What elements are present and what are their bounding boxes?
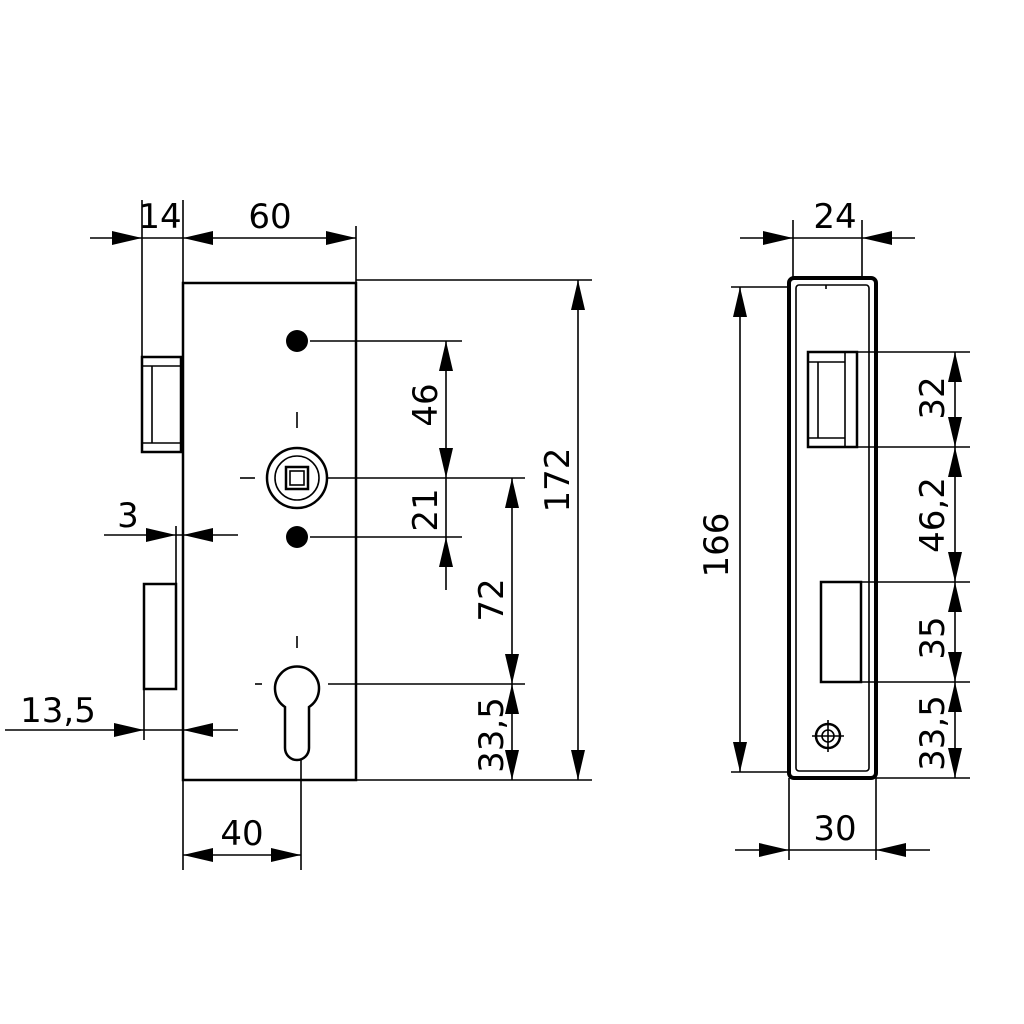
dim-3-label: 3: [117, 496, 139, 536]
dim-35-label: 35: [913, 616, 953, 659]
screw-hole-bottom: [286, 526, 308, 548]
dead-bolt: [142, 526, 178, 691]
dim-30-label: 30: [813, 809, 856, 849]
dim-24-label: 24: [813, 197, 856, 237]
dim-33-5-side-label: 33,5: [913, 695, 953, 771]
side-case-outer: [787, 276, 878, 780]
latch-bolt: [140, 355, 183, 454]
dim-32-label: 32: [913, 376, 953, 419]
dim-13-5-label: 13,5: [20, 691, 96, 731]
cylinder-cutout: [255, 636, 321, 762]
dim-166-label: 166: [697, 513, 737, 578]
dim-21-label: 21: [406, 488, 446, 531]
dim-33-5-label: 33,5: [472, 697, 512, 773]
follower-spindle: [240, 412, 329, 510]
dim-172-label: 172: [538, 448, 578, 513]
side-bolt: [819, 580, 863, 684]
front-view: 14 60 3 13,5 40 46 21 72 33,5 172: [5, 197, 592, 870]
dim-40-label: 40: [220, 814, 263, 854]
side-screw: [812, 720, 844, 752]
dim-46-2-label: 46,2: [913, 477, 953, 553]
dim-46-label: 46: [406, 383, 446, 426]
dim-60-label: 60: [248, 197, 291, 237]
side-view: 24 30 166 32 46,2 35 33,5: [697, 197, 970, 860]
dim-14-label: 14: [138, 197, 181, 237]
side-case-inner: [795, 284, 870, 772]
side-latch: [806, 350, 859, 449]
screw-hole-top: [286, 330, 308, 352]
dim-72-label: 72: [472, 578, 512, 621]
